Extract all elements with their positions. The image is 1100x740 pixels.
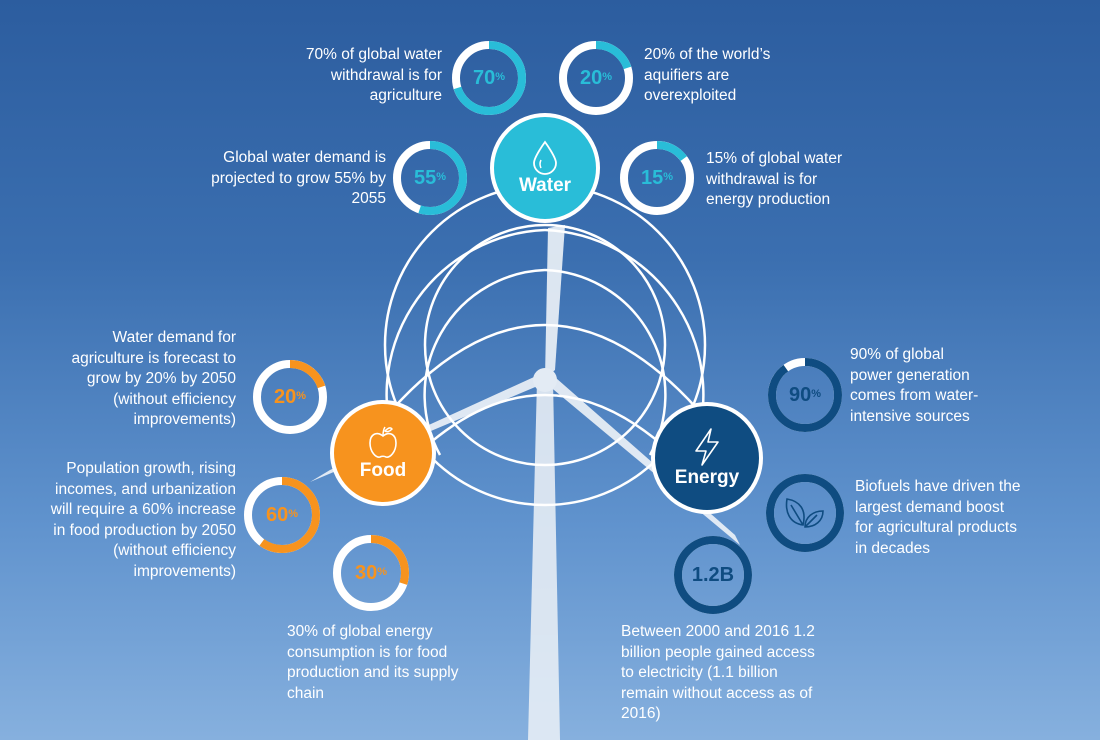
caption-w20: 20% of the world’s aquifiers are overexp…	[644, 46, 771, 104]
gauge-number: 30	[354, 561, 378, 584]
caption-w55: Global water demand is projected to grow…	[211, 149, 386, 207]
gauge-number: 20	[273, 385, 297, 408]
apple-icon	[369, 426, 397, 458]
caption-e90: 90% of global power generation comes fro…	[850, 346, 979, 425]
gauge-value-w70: 70%	[456, 45, 522, 111]
gauge-value-f30: 30%	[337, 539, 405, 607]
gauge-ring-f20	[253, 360, 327, 434]
gauge-fill	[674, 536, 752, 614]
gauge-ring-e90	[768, 358, 842, 432]
gauge-ring-e12	[674, 536, 752, 614]
water-label: Water	[518, 175, 572, 196]
gauge-ring-w55	[393, 141, 467, 215]
gauge-number: 70	[472, 66, 496, 89]
gauge-number: 90	[788, 383, 812, 406]
gauge-ring-eleaf	[766, 474, 844, 552]
caption-f30: 30% of global energy consumption is for …	[287, 623, 459, 702]
caption-w70: 70% of global water withdrawal is for ag…	[305, 46, 442, 104]
gauge-fill	[766, 474, 844, 552]
gauge-value-e12: 1.2B	[678, 540, 748, 610]
gauge-value-w20: 20%	[563, 45, 629, 111]
gauge-number: 1.2B	[691, 563, 735, 586]
food-hub: Food	[330, 400, 436, 506]
gauge-ring-f60	[244, 477, 320, 553]
gauge-ring-w15	[620, 141, 694, 215]
gauge-value-eleaf	[770, 478, 840, 548]
gauge-fill	[244, 477, 320, 553]
gauge-fill	[768, 358, 842, 432]
gauge-fill	[393, 141, 467, 215]
gauge-fill	[253, 360, 327, 434]
gauge-value-f60: 60%	[248, 481, 316, 549]
gauge-unit: %	[495, 71, 506, 83]
food-label: Food	[359, 460, 407, 481]
gauge-unit: %	[811, 388, 822, 400]
caption-e12: Between 2000 and 2016 1.2 billion people…	[621, 623, 815, 722]
water-drop-icon	[533, 140, 557, 175]
gauge-value-e90: 90%	[772, 362, 838, 428]
gauge-unit: %	[436, 171, 447, 183]
gauge-fill	[620, 141, 694, 215]
gauge-ring-w20	[559, 41, 633, 115]
energy-label: Energy	[674, 467, 740, 488]
nexus-rings	[382, 183, 708, 507]
gauge-ring-w70	[452, 41, 526, 115]
water-hub: Water	[490, 113, 600, 223]
gauge-unit: %	[377, 566, 388, 578]
lightning-icon	[695, 428, 719, 466]
gauge-unit: %	[288, 508, 299, 520]
energy-hub: Energy	[651, 402, 763, 514]
gauge-fill	[333, 535, 409, 611]
caption-w15: 15% of global water withdrawal is for en…	[706, 150, 843, 208]
caption-eleaf: Biofuels have driven the largest demand …	[855, 478, 1021, 557]
gauge-number: 20	[579, 66, 603, 89]
gauge-ring-f30	[333, 535, 409, 611]
gauge-number: 55	[413, 166, 437, 189]
gauge-value-f20: 20%	[257, 364, 323, 430]
caption-f60: Population growth, rising incomes, and u…	[50, 460, 236, 580]
gauge-unit: %	[663, 171, 674, 183]
caption-f20: Water demand for agriculture is forecast…	[71, 329, 236, 428]
gauge-unit: %	[602, 71, 613, 83]
gauge-number: 60	[265, 503, 289, 526]
leaves-icon	[785, 498, 824, 528]
gauge-fill	[559, 41, 633, 115]
gauge-value-w55: 55%	[397, 145, 463, 211]
gauge-number: 15	[640, 166, 664, 189]
gauge-fill	[452, 41, 526, 115]
gauge-unit: %	[296, 390, 307, 402]
gauge-value-w15: 15%	[624, 145, 690, 211]
